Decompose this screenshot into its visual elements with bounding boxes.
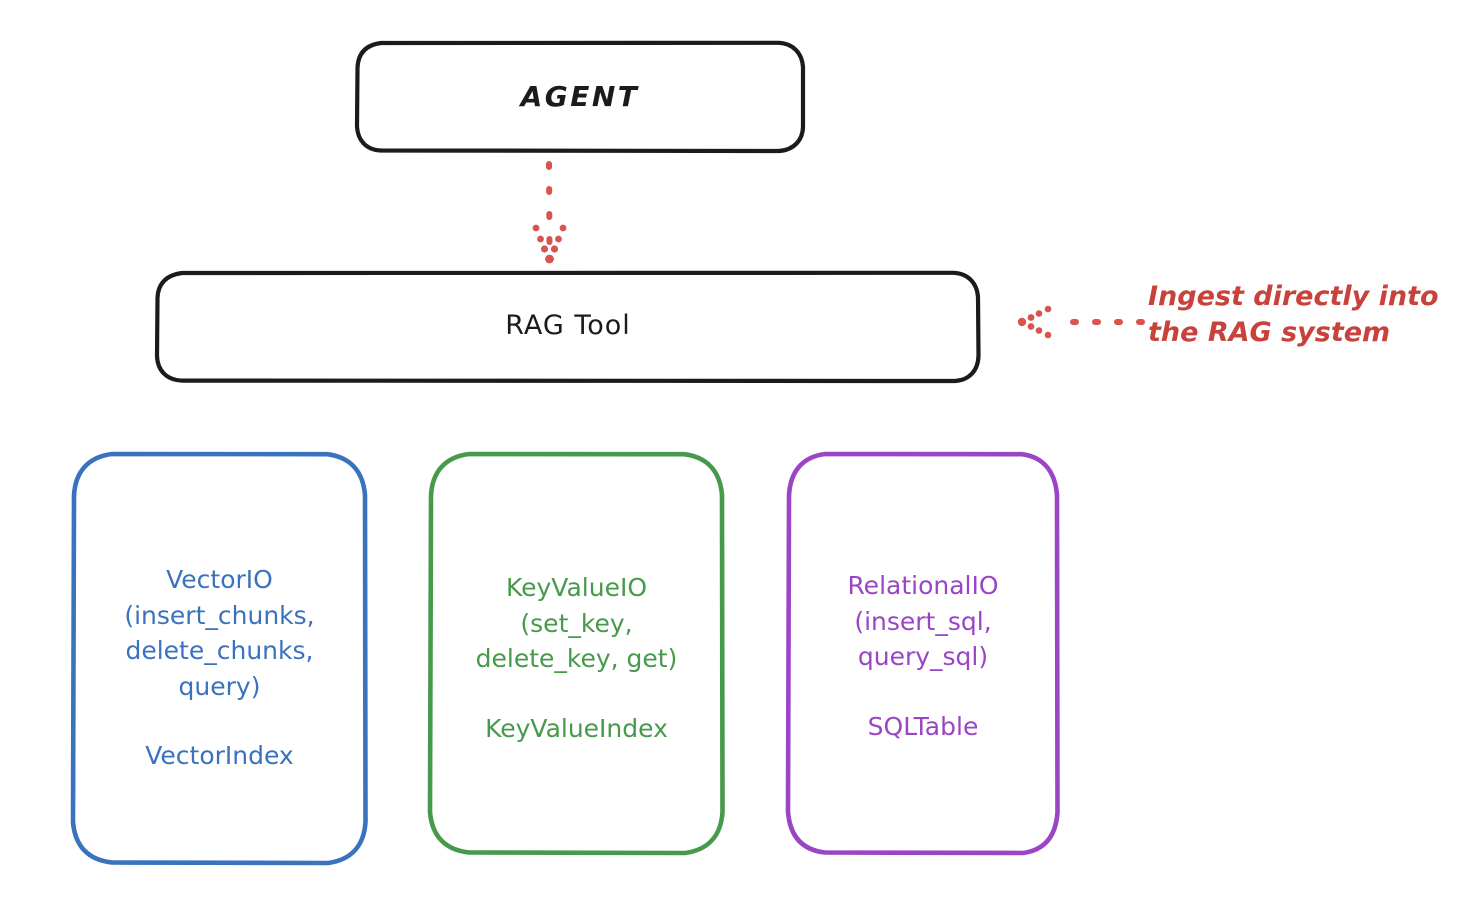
keyvalueio-api-label: KeyValueIO (set_key, delete_key, get) <box>475 573 678 674</box>
agent-node-label: AGENT <box>520 79 640 113</box>
relationalio-node-label: RelationalIO (insert_sql, query_sql) SQL… <box>847 548 998 765</box>
keyvalueio-node[interactable]: KeyValueIO (set_key, delete_key, get) Ke… <box>427 450 726 856</box>
rag-tool-node[interactable]: RAG Tool <box>154 270 981 384</box>
vectorio-api-label: VectorIO (insert_chunks, delete_chunks, … <box>124 565 315 701</box>
ingest-annotation-text: Ingest directly into the RAG system <box>1148 281 1439 349</box>
agent-to-ragtool-arrow <box>532 161 567 264</box>
keyvalueio-node-label: KeyValueIO (set_key, delete_key, get) Ke… <box>476 550 678 767</box>
vectorio-index-label: VectorIndex <box>145 741 294 771</box>
relationalio-api-label: RelationalIO (insert_sql, query_sql) <box>847 571 999 672</box>
agent-node[interactable]: AGENT <box>354 40 806 154</box>
ingest-to-ragtool-arrow <box>1017 305 1145 339</box>
relationalio-node[interactable]: RelationalIO (insert_sql, query_sql) SQL… <box>785 450 1061 856</box>
vectorio-node[interactable]: VectorIO (insert_chunks, delete_chunks, … <box>70 450 369 866</box>
vectorio-node-label: VectorIO (insert_chunks, delete_chunks, … <box>124 542 314 794</box>
keyvalueio-index-label: KeyValueIndex <box>485 713 668 743</box>
relationalio-index-label: SQLTable <box>867 711 979 741</box>
rag-tool-node-label: RAG Tool <box>505 310 631 342</box>
